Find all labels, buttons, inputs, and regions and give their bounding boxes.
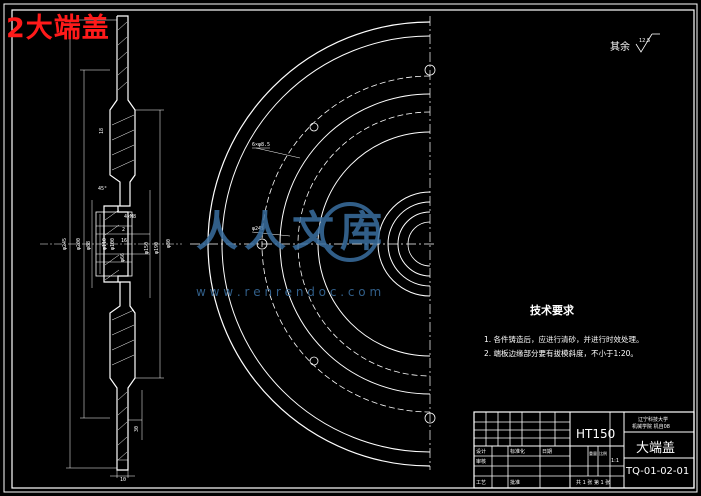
roughness-note: 其余 12.5 xyxy=(610,33,660,53)
drawing-inner-border xyxy=(11,9,695,489)
title-block-part-name: 大端盖 xyxy=(636,441,675,456)
dim-d4: φ110 xyxy=(102,238,108,250)
dim-t3: 16 xyxy=(121,238,127,244)
title-block-checker-label: 审核 xyxy=(476,458,486,465)
front-view xyxy=(190,16,436,470)
title-block-approve-label: 批准 xyxy=(510,479,520,486)
title-block-scale-value: 1:1 xyxy=(611,458,619,464)
dim-t4: 18 xyxy=(99,128,105,134)
title-block-material: HT150 xyxy=(576,427,615,441)
front-view-labels: 6×φ8.5 φ245 xyxy=(252,142,270,232)
dim-d3: φ88 xyxy=(86,241,92,250)
tech-req-item-2: 2. 端板边缘部分要有拔模斜度，不小于1:20。 xyxy=(484,348,638,358)
title-block-standard-label: 标准化 xyxy=(510,448,525,455)
title-block-drawing-number: TQ-01-02-01 xyxy=(625,466,689,477)
dim-t2: 2 xyxy=(122,227,125,233)
roughness-value: 12.5 xyxy=(639,38,650,44)
roughness-label: 其余 xyxy=(610,40,630,53)
title-block-process-label: 工艺 xyxy=(476,480,486,486)
dim-t6: 45° xyxy=(98,186,107,192)
title-block-designer-label: 设计 xyxy=(476,448,486,455)
drawing-outer-border xyxy=(3,3,698,493)
title-block-sheet-info: 共 1 张 第 1 张 xyxy=(576,479,610,486)
title-block-scale-label: 比例 xyxy=(599,450,607,456)
dim-t1: 10 xyxy=(120,477,126,483)
roughness-symbol-icon xyxy=(635,33,653,53)
overlay-title: 2大端盖 xyxy=(6,13,110,44)
dim-d8: φ80 xyxy=(166,239,172,248)
title-block-date-label: 日期 xyxy=(542,449,552,455)
dim-d1: φ245 xyxy=(62,238,68,250)
title-block-school-line1: 辽宁科技大学 xyxy=(638,416,668,423)
dim-d10: 6×φ8.5 xyxy=(252,142,270,148)
watermark-brand: 人人文库 xyxy=(196,207,388,256)
title-block-school-line2: 机械学院 机自08 xyxy=(632,423,670,430)
watermark: 人人文库 w w w . r e n r e n d o c . c o m xyxy=(196,202,388,299)
dim-d5: φ100 xyxy=(110,238,116,250)
dim-t5: 30 xyxy=(134,426,140,432)
watermark-url: w w w . r e n r e n d o c . c o m xyxy=(196,285,381,299)
dim-d7: φ190 xyxy=(154,242,160,254)
section-view xyxy=(40,15,182,478)
watermark-logo-icon xyxy=(320,202,380,262)
dim-d6: φ150 xyxy=(144,242,150,254)
dim-d11: φ245 xyxy=(252,226,264,232)
technical-requirements: 技术要求 1. 各件铸造后，应进行清砂，并进行时效处理。 2. 端板边缘部分要有… xyxy=(484,303,644,358)
title-block-weight-label: 重量 xyxy=(589,450,597,456)
section-dimension-labels: φ245 φ200 φ88 φ110 φ100 φ150 φ190 φ80 φ6… xyxy=(62,128,172,483)
dim-d2: φ200 xyxy=(76,238,82,250)
dim-d12: 4×M8 xyxy=(124,214,136,220)
tech-req-item-1: 1. 各件铸造后，应进行清砂，并进行时效处理。 xyxy=(484,334,644,344)
title-block-text: HT150 辽宁科技大学 机械学院 机自08 大端盖 TQ-01-02-01 比… xyxy=(476,416,689,486)
tech-req-heading: 技术要求 xyxy=(530,303,575,317)
title-block xyxy=(473,411,695,489)
dim-d9: φ66 xyxy=(120,253,126,262)
